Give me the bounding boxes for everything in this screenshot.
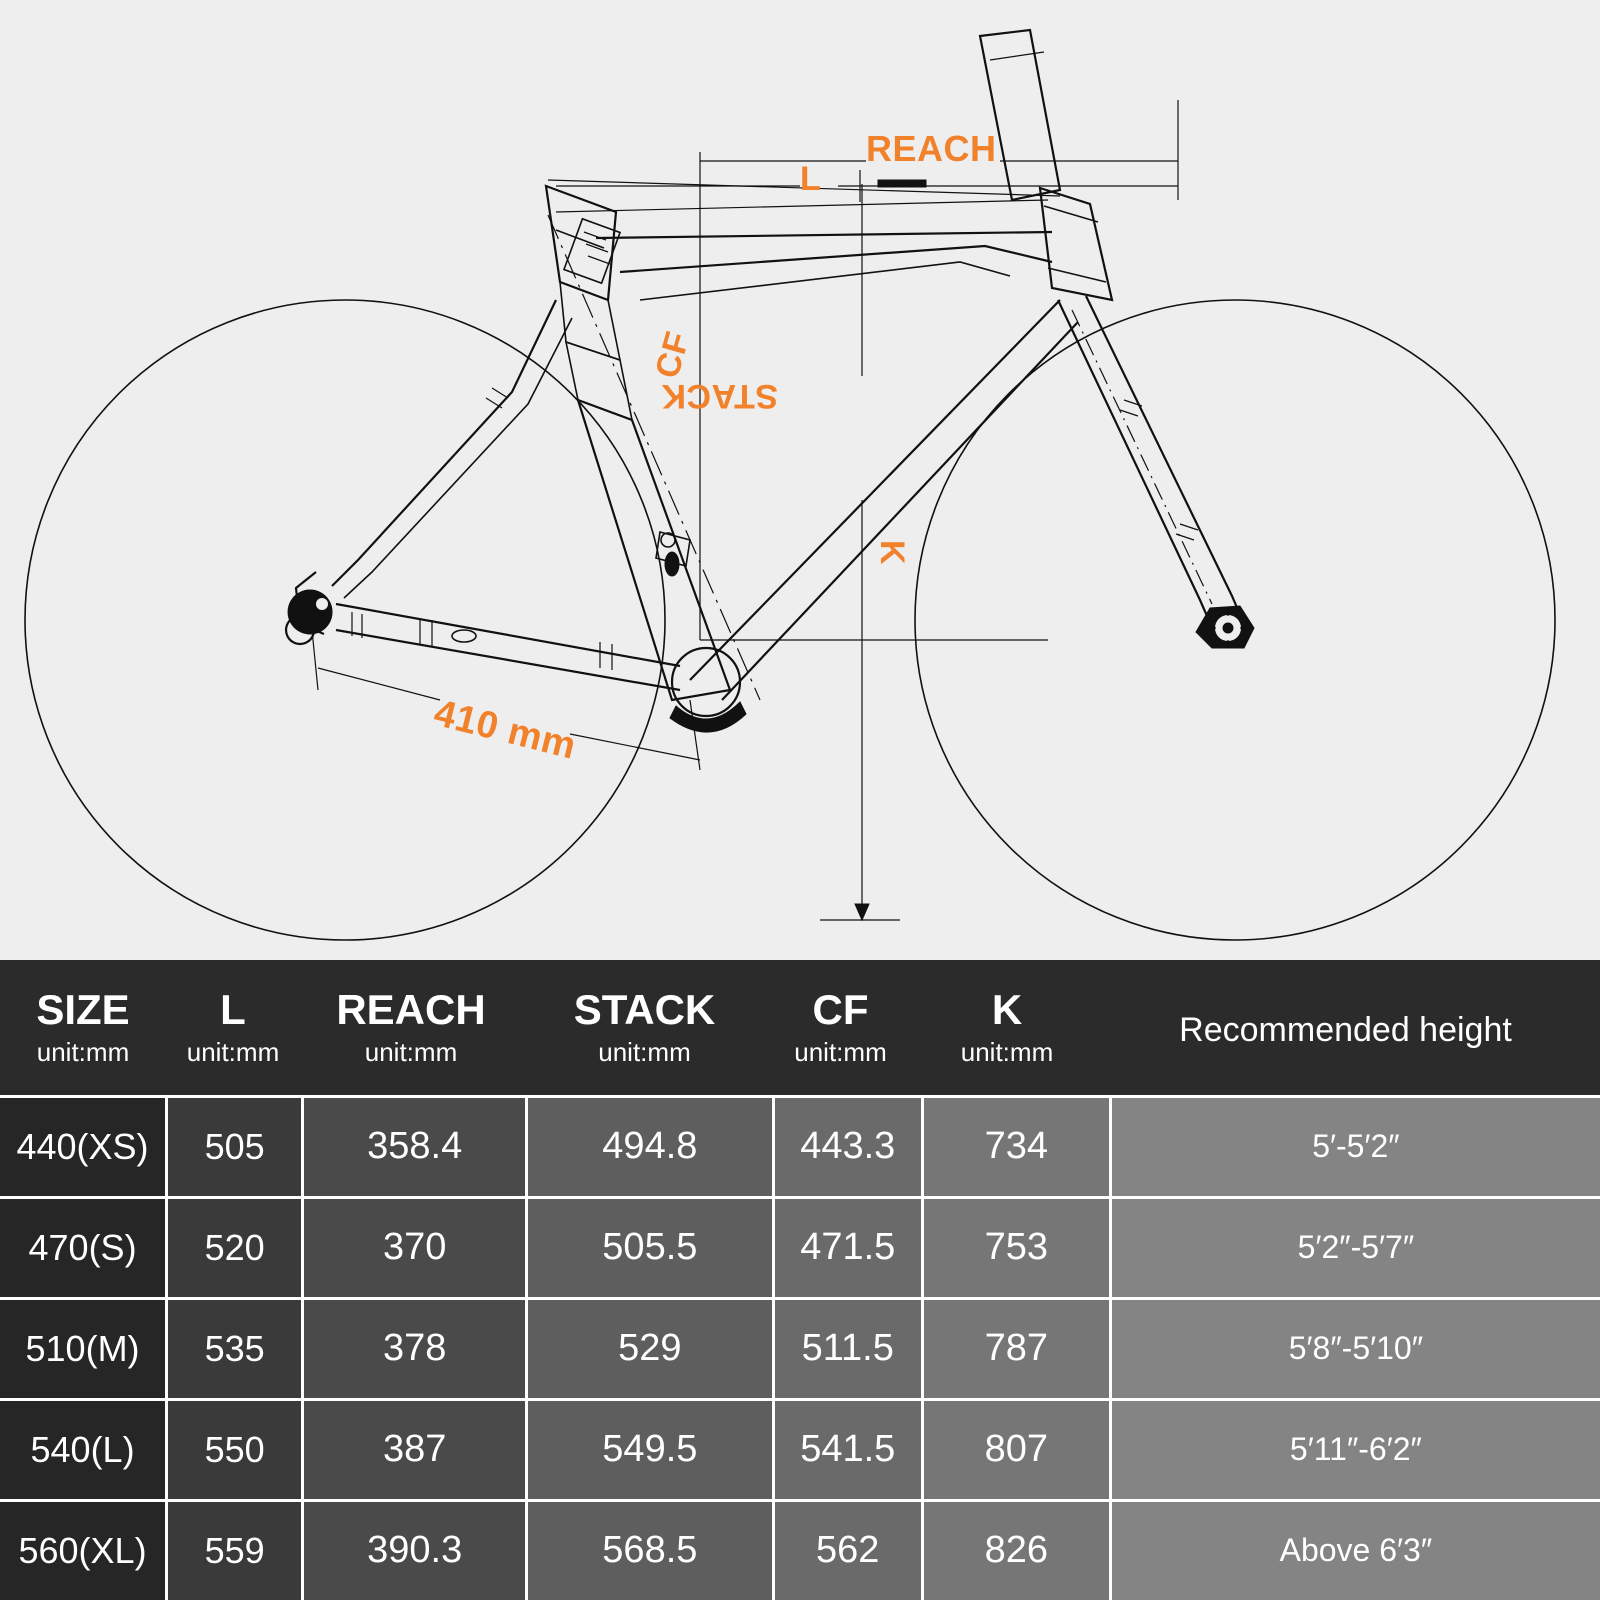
cell-height: Above 6′3″ — [1111, 1501, 1600, 1600]
header-unit: unit:mm — [598, 1037, 691, 1068]
cell-size: 440(XS) — [0, 1097, 166, 1196]
header-title: SIZE — [36, 986, 130, 1034]
table-row: 560(XL) 559 390.3 568.5 562 826 Above 6′… — [0, 1501, 1600, 1600]
cell-height: 5′2″-5′7″ — [1111, 1198, 1600, 1297]
header-cell-cf: CF unit:mm — [767, 960, 914, 1095]
table-row: 470(S) 520 370 505.5 471.5 753 5′2″-5′7″ — [0, 1198, 1600, 1297]
cell-l: 559 — [168, 1501, 302, 1600]
header-title: STACK — [573, 986, 716, 1034]
cell-reach: 387 — [304, 1400, 526, 1499]
cell-k: 787 — [923, 1299, 1109, 1398]
header-title: REACH — [336, 986, 486, 1034]
cell-stack: 568.5 — [528, 1501, 772, 1600]
cell-stack: 549.5 — [528, 1400, 772, 1499]
header-cell-stack: STACK unit:mm — [522, 960, 767, 1095]
diagram-label-l: L — [800, 160, 822, 198]
header-cell-size: SIZE unit:mm — [0, 960, 166, 1095]
table-row: 510(M) 535 378 529 511.5 787 5′8″-5′10″ — [0, 1299, 1600, 1398]
diagram-label-stack: STACK — [660, 377, 778, 415]
diagram-label-k: K — [873, 540, 911, 566]
cell-reach: 390.3 — [304, 1501, 526, 1600]
cell-reach: 358.4 — [304, 1097, 526, 1196]
header-cell-reach: REACH unit:mm — [300, 960, 522, 1095]
frame-tubes — [284, 28, 1255, 733]
header-unit: unit:mm — [36, 1037, 130, 1068]
cell-l: 550 — [168, 1400, 302, 1499]
cell-k: 734 — [923, 1097, 1109, 1196]
cell-reach: 378 — [304, 1299, 526, 1398]
header-unit: unit:mm — [186, 1037, 280, 1068]
diagram-label-reach: REACH — [866, 128, 997, 169]
dimension-lines — [311, 100, 1179, 922]
header-cell-recommended-height: Recommended height — [1100, 960, 1591, 1095]
cell-size: 560(XL) — [0, 1501, 166, 1600]
cell-l: 505 — [168, 1097, 302, 1196]
cell-size: 470(S) — [0, 1198, 166, 1297]
header-title: CF — [812, 986, 869, 1034]
header-unit: unit:mm — [960, 1037, 1054, 1068]
header-title: Recommended height — [1179, 1011, 1512, 1050]
front-wheel-outline — [914, 299, 1556, 941]
cell-height: 5′8″-5′10″ — [1111, 1299, 1600, 1398]
header-cell-k: K unit:mm — [914, 960, 1100, 1095]
cell-cf: 562 — [774, 1501, 921, 1600]
header-unit: unit:mm — [364, 1037, 458, 1068]
cell-height: 5′-5′2″ — [1111, 1097, 1600, 1196]
cell-cf: 471.5 — [774, 1198, 921, 1297]
cell-size: 510(M) — [0, 1299, 166, 1398]
cell-height: 5′11″-6′2″ — [1111, 1400, 1600, 1499]
cell-size: 540(L) — [0, 1400, 166, 1499]
cell-l: 520 — [168, 1198, 302, 1297]
cell-l: 535 — [168, 1299, 302, 1398]
geometry-table: SIZE unit:mm L unit:mm REACH unit:mm STA… — [0, 960, 1600, 1600]
header-title: K — [991, 986, 1023, 1034]
header-unit: unit:mm — [794, 1037, 887, 1068]
table-header-row: SIZE unit:mm L unit:mm REACH unit:mm STA… — [0, 960, 1600, 1095]
frame-geometry-diagram: REACH L CF STACK K 410 mm — [0, 0, 1600, 960]
rear-wheel-outline — [24, 299, 666, 941]
cell-k: 807 — [923, 1400, 1109, 1499]
table-row: 540(L) 550 387 549.5 541.5 807 5′11″-6′2… — [0, 1400, 1600, 1499]
cell-k: 753 — [923, 1198, 1109, 1297]
table-row: 440(XS) 505 358.4 494.8 443.3 734 5′-5′2… — [0, 1097, 1600, 1196]
cell-reach: 370 — [304, 1198, 526, 1297]
cell-stack: 529 — [528, 1299, 772, 1398]
frame-drawing — [24, 28, 1556, 941]
header-cell-l: L unit:mm — [166, 960, 300, 1095]
cell-cf: 541.5 — [774, 1400, 921, 1499]
cell-k: 826 — [923, 1501, 1109, 1600]
header-title: L — [220, 986, 246, 1034]
cell-cf: 511.5 — [774, 1299, 921, 1398]
cell-stack: 494.8 — [528, 1097, 772, 1196]
cell-stack: 505.5 — [528, 1198, 772, 1297]
cell-cf: 443.3 — [774, 1097, 921, 1196]
